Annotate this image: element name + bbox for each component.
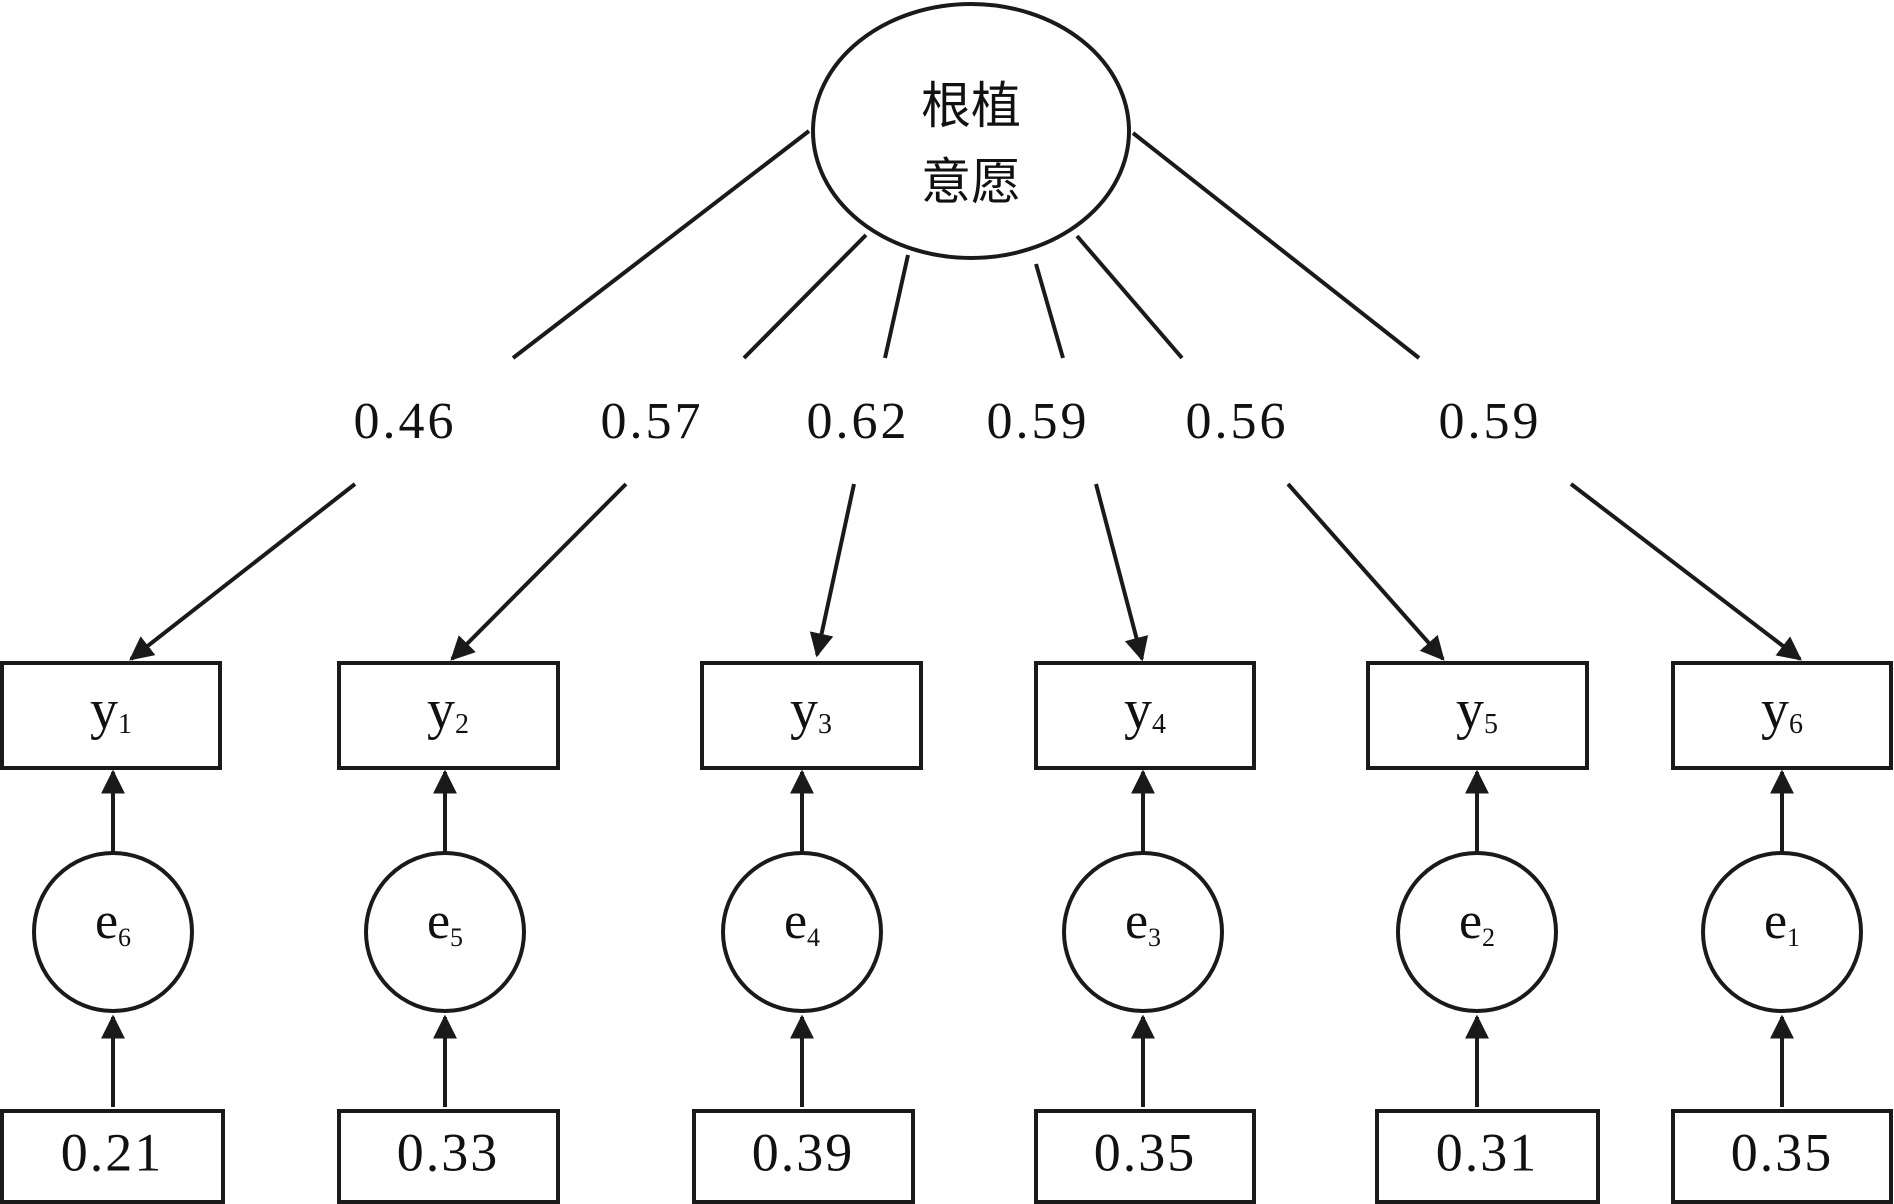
indicator-y5-base: y xyxy=(1456,679,1484,741)
path-upper-6 xyxy=(1131,131,1421,360)
error-e1-sub: 1 xyxy=(1787,923,1800,952)
loading-label-6: 0.59 xyxy=(1439,393,1542,450)
loading-label-2: 0.57 xyxy=(601,393,704,450)
error-nodes: e6 e5 e4 e3 e2 xyxy=(32,851,1863,1013)
error-e5-base: e xyxy=(427,893,450,950)
variance-e3-value: 0.35 xyxy=(1094,1122,1197,1182)
error-e6: e6 xyxy=(32,851,194,1013)
loading-labels: 0.46 0.57 0.62 0.59 0.56 0.59 xyxy=(354,393,1542,450)
svg-text:e4: e4 xyxy=(784,893,820,952)
svg-text:y2: y2 xyxy=(427,679,469,741)
error-e3: e3 xyxy=(1062,851,1224,1013)
svg-text:e3: e3 xyxy=(1125,893,1161,952)
variance-e4: 0.39 xyxy=(692,1109,915,1204)
error-e6-base: e xyxy=(95,893,118,950)
path-upper-5 xyxy=(1075,234,1184,360)
indicator-y4: y4 xyxy=(1034,661,1256,770)
error-e5: e5 xyxy=(364,851,526,1013)
svg-text:y4: y4 xyxy=(1124,679,1166,741)
indicator-y1-sub: 1 xyxy=(118,709,132,740)
path-upper-1 xyxy=(511,129,811,360)
variance-e3: 0.35 xyxy=(1034,1109,1256,1204)
loading-label-5: 0.56 xyxy=(1186,393,1289,450)
path-upper-3 xyxy=(883,254,910,359)
variance-e6-value: 0.21 xyxy=(61,1122,164,1182)
variance-boxes: 0.21 0.33 0.39 0.35 0.31 0.35 xyxy=(0,1109,1893,1204)
variance-e1: 0.35 xyxy=(1671,1109,1893,1204)
latent-label-line2: 意愿 xyxy=(921,153,1021,211)
error-e1-base: e xyxy=(1764,893,1787,950)
indicator-y4-base: y xyxy=(1124,679,1152,741)
indicator-y4-sub: 4 xyxy=(1152,709,1166,740)
svg-text:e1: e1 xyxy=(1764,893,1800,952)
svg-text:y1: y1 xyxy=(90,679,132,741)
error-e3-sub: 3 xyxy=(1148,923,1161,952)
error-e4-base: e xyxy=(784,893,807,950)
error-e2-base: e xyxy=(1459,893,1482,950)
loading-label-3: 0.62 xyxy=(807,393,910,450)
indicator-y5: y5 xyxy=(1366,661,1589,770)
path-arrow-y2 xyxy=(450,482,628,661)
indicator-y3: y3 xyxy=(700,661,923,770)
svg-text:e6: e6 xyxy=(95,893,131,952)
path-arrow-y5 xyxy=(1286,482,1445,661)
variance-to-error-arrows xyxy=(101,1014,1794,1107)
indicator-boxes: y1 y2 y3 y4 y5 xyxy=(0,661,1893,770)
error-e3-base: e xyxy=(1125,893,1148,950)
variance-e2: 0.31 xyxy=(1375,1109,1600,1204)
indicator-y2: y2 xyxy=(337,661,560,770)
indicator-y5-sub: 5 xyxy=(1484,709,1498,740)
variance-e4-value: 0.39 xyxy=(752,1122,855,1182)
svg-text:e5: e5 xyxy=(427,893,463,952)
indicator-y1-base: y xyxy=(90,679,118,741)
indicator-y2-sub: 2 xyxy=(455,709,469,740)
path-upper-4 xyxy=(1034,263,1065,359)
error-e5-sub: 5 xyxy=(450,923,463,952)
latent-node: 根植 意愿 xyxy=(811,2,1131,260)
error-e4-sub: 4 xyxy=(807,923,820,952)
indicator-y2-base: y xyxy=(427,679,455,741)
error-e2-sub: 2 xyxy=(1482,923,1495,952)
path-arrow-y3 xyxy=(809,483,856,658)
path-lower-segments xyxy=(129,482,1802,662)
error-e2: e2 xyxy=(1396,851,1558,1013)
loading-label-1: 0.46 xyxy=(354,393,457,450)
indicator-y3-sub: 3 xyxy=(818,709,832,740)
svg-text:e2: e2 xyxy=(1459,893,1495,952)
error-e4: e4 xyxy=(721,851,883,1013)
path-arrow-y4 xyxy=(1094,483,1149,662)
latent-label-line1: 根植 xyxy=(921,77,1021,135)
path-arrow-y1 xyxy=(129,482,357,661)
svg-text:y6: y6 xyxy=(1761,679,1803,741)
variance-e2-value: 0.31 xyxy=(1436,1122,1539,1182)
indicator-y1: y1 xyxy=(0,661,222,770)
error-e1: e1 xyxy=(1701,851,1863,1013)
error-to-indicator-arrows xyxy=(101,769,1794,853)
variance-e1-value: 0.35 xyxy=(1731,1122,1834,1182)
svg-text:y5: y5 xyxy=(1456,679,1498,741)
indicator-y6-sub: 6 xyxy=(1789,709,1803,740)
svg-text:y3: y3 xyxy=(790,679,832,741)
error-e6-sub: 6 xyxy=(118,923,131,952)
variance-e6: 0.21 xyxy=(0,1109,225,1204)
indicator-y3-base: y xyxy=(790,679,818,741)
indicator-y6: y6 xyxy=(1671,661,1893,770)
variance-e5-value: 0.33 xyxy=(397,1122,500,1182)
path-upper-segments xyxy=(511,129,1421,360)
path-arrow-y6 xyxy=(1569,482,1802,661)
variance-e5: 0.33 xyxy=(337,1109,560,1204)
path-upper-2 xyxy=(742,233,868,360)
indicator-y6-base: y xyxy=(1761,679,1789,741)
loading-label-4: 0.59 xyxy=(987,393,1090,450)
